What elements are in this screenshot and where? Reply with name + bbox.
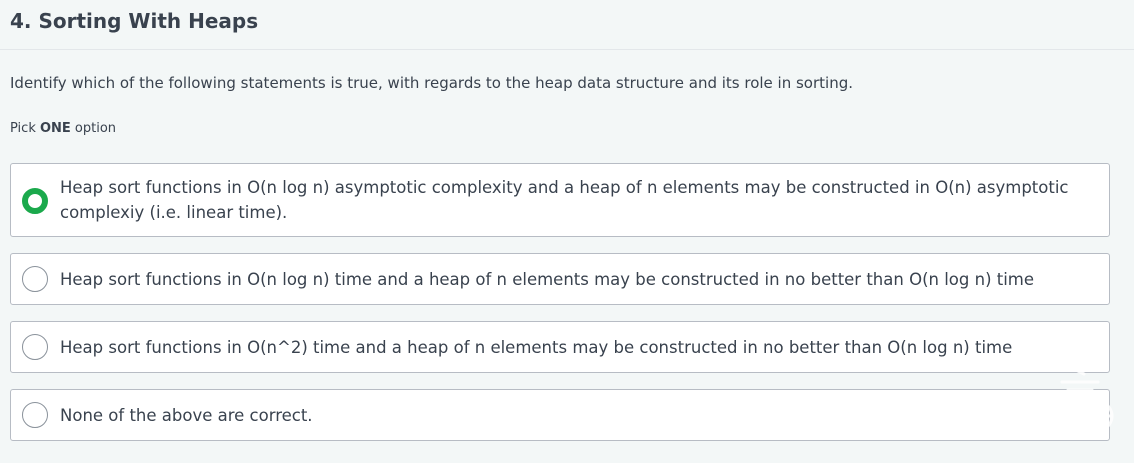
- pick-instruction: Pick ONE option: [10, 121, 116, 136]
- radio-button-selected[interactable]: [22, 188, 48, 214]
- question-title: 4. Sorting With Heaps: [10, 9, 259, 33]
- question-text: Identify which of the following statemen…: [10, 74, 853, 92]
- answer-option-3[interactable]: Heap sort functions in O(n^2) time and a…: [10, 321, 1110, 373]
- radio-button[interactable]: [22, 334, 48, 360]
- answer-option-label: Heap sort functions in O(n log n) asympt…: [60, 178, 1069, 222]
- pick-emphasis: ONE: [39, 121, 71, 136]
- answer-option-2[interactable]: Heap sort functions in O(n log n) time a…: [10, 253, 1110, 305]
- pick-suffix: option: [70, 121, 117, 136]
- answer-option-1[interactable]: Heap sort functions in O(n log n) asympt…: [10, 163, 1110, 237]
- question-header: 4. Sorting With Heaps: [0, 0, 1134, 50]
- answer-option-label: Heap sort functions in O(n^2) time and a…: [60, 338, 1013, 357]
- watermark-logo-icon: [1050, 368, 1114, 438]
- radio-button[interactable]: [22, 266, 48, 292]
- answer-option-label: None of the above are correct.: [60, 406, 313, 425]
- answer-option-4[interactable]: None of the above are correct.: [10, 389, 1110, 441]
- radio-button[interactable]: [22, 402, 48, 428]
- answer-option-label: Heap sort functions in O(n log n) time a…: [60, 270, 1035, 289]
- pick-prefix: Pick: [10, 121, 40, 136]
